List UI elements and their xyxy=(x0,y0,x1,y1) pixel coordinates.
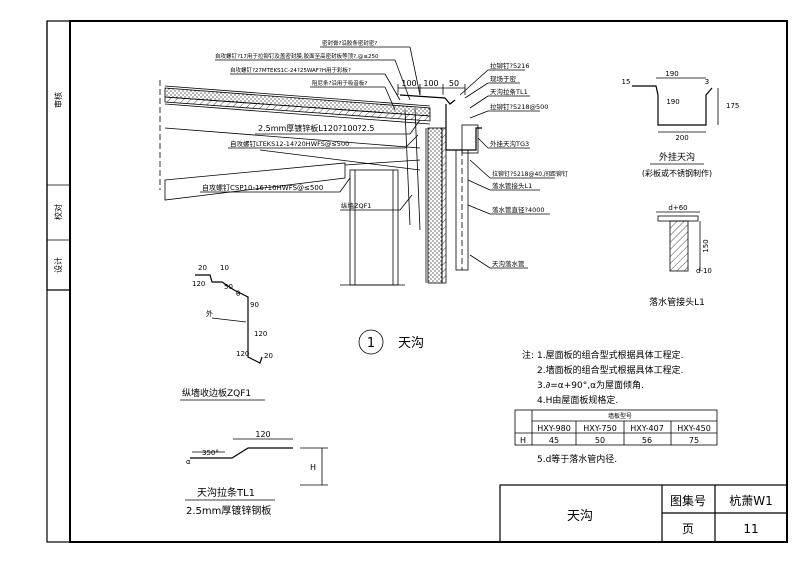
note-1: 1.屋面板的组合型式根据具体工程定. xyxy=(537,349,683,361)
zqf-dim-5: 90 xyxy=(250,301,259,309)
joint-caption: 落水管接头L1 xyxy=(649,296,705,308)
gutter-dim-3: 3 xyxy=(705,78,709,86)
callout-right-5: 拉铆钉?5218@40,间距铆钉 xyxy=(492,170,568,178)
notes: 注: 1.屋面板的组合型式根据具体工程定. 2.墙面板的组合型式根据具体工程定.… xyxy=(514,349,718,465)
callouts-right: 拉铆钉?5216 现场于密 天沟拉条TL1 拉铆钉?5218@500 外挂天沟T… xyxy=(459,61,568,269)
callout-left-6: 自攻螺钉CSP10-16?16HWFS@≤500 xyxy=(202,183,323,192)
table-val-1: 50 xyxy=(595,436,605,445)
tl1-caption: 天沟拉条TL1 xyxy=(197,486,255,499)
callout-left-5: 自攻螺钉LTEKS12-14?20HWFS@≤500 xyxy=(230,139,349,148)
callout-left-2: 自攻螺钉?27MTEKS1C-24?25WAF?H用于彩板? xyxy=(230,66,351,74)
gutter-dim-175: 175 xyxy=(726,102,739,110)
callout-right-6: 落水管接头L1 xyxy=(492,181,532,190)
table-row-label: H xyxy=(520,436,526,445)
table-val-3: 75 xyxy=(689,436,699,445)
notes-prefix: 注: xyxy=(522,349,534,361)
zqf-dim-0: 20 xyxy=(198,264,207,272)
tl1-dim-angle: 350° xyxy=(202,449,219,457)
zqf-label-out: 外 xyxy=(206,309,213,318)
tl1-dim-120: 120 xyxy=(255,430,270,439)
zqf-dim-2: 120 xyxy=(192,280,205,288)
gutter-dim-15: 15 xyxy=(622,78,631,86)
callout-right-1: 现场于密 xyxy=(490,74,517,83)
flashing-zqf1: 20 10 120 50 θ 90 120 120 20 外 纵墙收边板ZQF1 xyxy=(180,264,273,401)
sheet-name: 天沟 xyxy=(567,509,593,524)
atlas-number: 杭萧W1 xyxy=(729,493,773,508)
zqf-dim-3: 50 xyxy=(224,283,233,291)
callouts-left: 密封膏?沿胶条密封密? 自攻螺钉?17用于拉铆钉及盖密封膜,胶面至高密封板等顶?… xyxy=(200,39,421,211)
table-group-header: 墙板型号 xyxy=(608,412,632,420)
note-4: 4.H由屋面板规格定. xyxy=(537,394,618,406)
sheet-frame xyxy=(46,20,788,543)
joint-dim-d10: d-10 xyxy=(696,267,712,275)
gutter-dim-190-side: 190 xyxy=(666,98,679,106)
callout-right-7: 落水管直径?4000 xyxy=(492,205,545,214)
detail-title: 天沟 xyxy=(398,336,424,351)
page-label: 页 xyxy=(682,522,694,536)
callout-right-8: 天沟落水管 xyxy=(492,259,525,268)
zqf-dim-8: 20 xyxy=(264,352,273,360)
tl1-dim-alpha: α xyxy=(186,458,191,466)
tl1-caption-2: 2.5mm厚镀锌钢板 xyxy=(186,504,271,517)
margin-label-audit: 审核 xyxy=(53,92,63,108)
dim-top-3: 50 xyxy=(449,79,459,88)
page-number: 11 xyxy=(743,522,758,536)
note-3: 3.∂=α+90°,α为屋面倾角. xyxy=(537,379,644,391)
dim-top-2: 100 xyxy=(423,79,438,88)
gutter-caption-2: (彩板或不锈钢制作) xyxy=(642,168,712,178)
gutter-caption: 外挂天沟 xyxy=(659,151,695,163)
gutter-dim-200: 200 xyxy=(675,134,688,142)
title-block: 天沟 图集号 杭萧W1 页 11 xyxy=(499,484,788,543)
zqf-dim-1: 10 xyxy=(220,264,229,272)
callout-left-0: 密封膏?沿胶条密封密? xyxy=(322,39,377,47)
zqf-caption: 纵墙收边板ZQF1 xyxy=(182,387,251,399)
joint-dim-d60: d+60 xyxy=(668,204,687,212)
table-col-3: HXY-450 xyxy=(677,424,711,433)
atlas-label: 图集号 xyxy=(670,493,706,508)
margin-label-check: 校对 xyxy=(53,204,63,220)
detail-number: 1 xyxy=(367,336,375,351)
table-col-1: HXY-750 xyxy=(583,424,617,433)
tie-tl1: 120 350° α H 天沟拉条TL1 2.5mm厚镀锌钢板 xyxy=(185,430,328,517)
callout-right-4: 外挂天沟TG3 xyxy=(490,139,529,148)
callout-right-2: 天沟拉条TL1 xyxy=(490,87,528,96)
table-val-0: 45 xyxy=(549,436,559,445)
downpipe-joint: d+60 150 d-10 落水管接头L1 xyxy=(649,204,712,308)
left-margin-labels: 审核 校对 设计 xyxy=(53,92,63,273)
callout-left-1: 自攻螺钉?17用于拉铆钉及盖密封膜,胶面至高密封板等顶?,@≤250 xyxy=(215,52,379,60)
tl1-dim-h: H xyxy=(310,463,316,472)
label-zqf1: 纵墙ZQF1 xyxy=(341,201,371,210)
callout-left-3: 阻尼条?沿用于吸音板? xyxy=(312,79,367,87)
gutter-dim-190-top: 190 xyxy=(665,70,678,78)
zqf-dim-4: θ xyxy=(236,290,240,298)
note-5: 5.d等于落水管内径. xyxy=(537,453,617,465)
table-col-0: HXY-980 xyxy=(537,424,571,433)
joint-dim-150: 150 xyxy=(702,239,710,252)
zqf-dim-6: 120 xyxy=(254,330,267,338)
gutter-section: 15 190 3 190 175 200 外挂天沟 (彩板或不锈钢制作) xyxy=(622,70,740,178)
callout-left-4: 2.5mm厚镀锌板L120?100?2.5 xyxy=(258,123,375,133)
table-col-2: HXY-407 xyxy=(630,424,664,433)
margin-label-design: 设计 xyxy=(53,257,63,273)
table-val-2: 56 xyxy=(642,436,652,445)
zqf-dim-7: 120 xyxy=(236,350,249,358)
callout-right-0: 拉铆钉?5216 xyxy=(490,61,530,70)
main-gutter-detail: 100 100 50 密封膏?沿胶条密封密? 自攻螺钉?17用于拉铆钉及盖密封膜… xyxy=(159,39,568,355)
note-2: 2.墙面板的组合型式根据具体工程定. xyxy=(537,364,683,376)
callout-right-3: 拉铆钉?5218@500 xyxy=(490,102,548,111)
dim-top-1: 100 xyxy=(401,79,416,88)
